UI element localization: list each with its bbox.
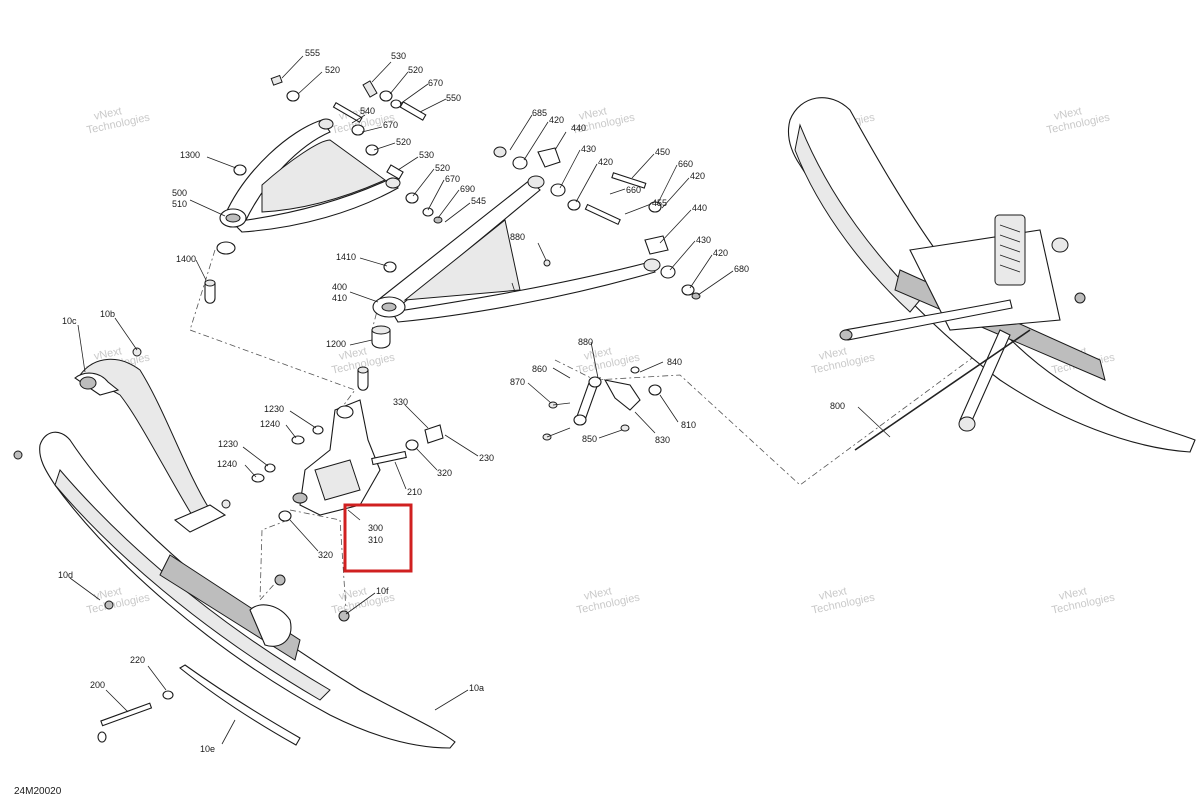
callout-label: 310 — [368, 535, 383, 545]
callout-label: 510 — [172, 199, 187, 209]
svg-text:vNext: vNext — [93, 105, 123, 123]
callout-labels: 555 520 530 520 670 550 540 670 520 530 … — [58, 48, 845, 754]
callout-label: 430 — [581, 144, 596, 154]
lower-arm-hardware — [357, 146, 701, 391]
sway-bar-links — [542, 366, 662, 441]
callout-label: 320 — [318, 550, 333, 560]
callout-label: 200 — [90, 680, 105, 690]
callout-label: 500 — [172, 188, 187, 198]
callout-label: 660 — [626, 185, 641, 195]
callout-label: 520 — [396, 137, 411, 147]
ski-runner — [97, 664, 301, 746]
callout-label: 810 — [681, 420, 696, 430]
callout-label: 550 — [446, 93, 461, 103]
callout-label: 520 — [435, 163, 450, 173]
svg-text:vNext: vNext — [818, 345, 848, 363]
callout-label: 670 — [428, 78, 443, 88]
callout-label: 420 — [598, 157, 613, 167]
svg-text:vNext: vNext — [93, 345, 123, 363]
callout-label: 880 — [510, 232, 525, 242]
callout-label: 450 — [655, 147, 670, 157]
callout-label: 870 — [510, 377, 525, 387]
callout-label: 555 — [305, 48, 320, 58]
callout-label: 420 — [690, 171, 705, 181]
callout-label: 440 — [571, 123, 586, 133]
upper-arm-hardware — [204, 74, 443, 304]
callout-label: 520 — [325, 65, 340, 75]
svg-text:vNext: vNext — [338, 345, 368, 363]
callout-label: 540 — [360, 106, 375, 116]
left-ski — [13, 431, 456, 749]
callout-label: 1300 — [180, 150, 200, 160]
callout-label: 660 — [678, 159, 693, 169]
callout-label: 685 — [532, 108, 547, 118]
svg-text:vNext: vNext — [578, 105, 608, 123]
svg-text:vNext: vNext — [583, 585, 613, 603]
callout-label: 420 — [549, 115, 564, 125]
callout-label: 530 — [419, 150, 434, 160]
callout-label: 1240 — [217, 459, 237, 469]
leader-lines — [69, 55, 891, 745]
svg-text:vNext: vNext — [1053, 105, 1083, 123]
callout-label: 880 — [578, 337, 593, 347]
callout-label: 850 — [582, 434, 597, 444]
callout-label: 210 — [407, 487, 422, 497]
callout-label: 455 — [652, 198, 667, 208]
lower-a-arm — [372, 175, 661, 323]
callout-label: 10c — [62, 316, 77, 326]
upper-a-arm — [219, 118, 401, 233]
callout-label: 400 — [332, 282, 347, 292]
callout-label: 1410 — [336, 252, 356, 262]
callout-label: 300 — [368, 523, 383, 533]
spindle — [251, 399, 444, 522]
callout-label: 670 — [445, 174, 460, 184]
callout-label: 860 — [532, 364, 547, 374]
callout-label: 420 — [713, 248, 728, 258]
callout-label: 10b — [100, 309, 115, 319]
callout-label: 410 — [332, 293, 347, 303]
callout-label: 1230 — [264, 404, 284, 414]
callout-label: 1230 — [218, 439, 238, 449]
callout-label: 10d — [58, 570, 73, 580]
callout-label: 320 — [437, 468, 452, 478]
callout-label: 330 — [393, 397, 408, 407]
callout-label: 520 — [408, 65, 423, 75]
callout-label: 1400 — [176, 254, 196, 264]
callout-label: 10e — [200, 744, 215, 754]
callout-label: 670 — [383, 120, 398, 130]
callout-label: 440 — [692, 203, 707, 213]
callout-label: 840 — [667, 357, 682, 367]
callout-label: 530 — [391, 51, 406, 61]
callout-label: 690 — [460, 184, 475, 194]
callout-label: 220 — [130, 655, 145, 665]
callout-label: 830 — [655, 435, 670, 445]
callout-label: 230 — [479, 453, 494, 463]
highlight-box — [343, 503, 413, 573]
callout-label: 545 — [471, 196, 486, 206]
drawing-code: 24M20020 — [14, 786, 62, 797]
callout-label: 1240 — [260, 419, 280, 429]
callout-label: 680 — [734, 264, 749, 274]
svg-text:vNext: vNext — [1058, 585, 1088, 603]
callout-label: 800 — [830, 401, 845, 411]
svg-text:vNext: vNext — [93, 585, 123, 603]
callout-label: 1200 — [326, 339, 346, 349]
assembled-view — [787, 97, 1196, 453]
ski-leg — [74, 347, 231, 533]
callout-label: 10a — [469, 683, 484, 693]
svg-text:vNext: vNext — [583, 345, 613, 363]
callout-label: 430 — [696, 235, 711, 245]
callout-label: 10f — [376, 586, 389, 596]
svg-text:vNext: vNext — [818, 585, 848, 603]
